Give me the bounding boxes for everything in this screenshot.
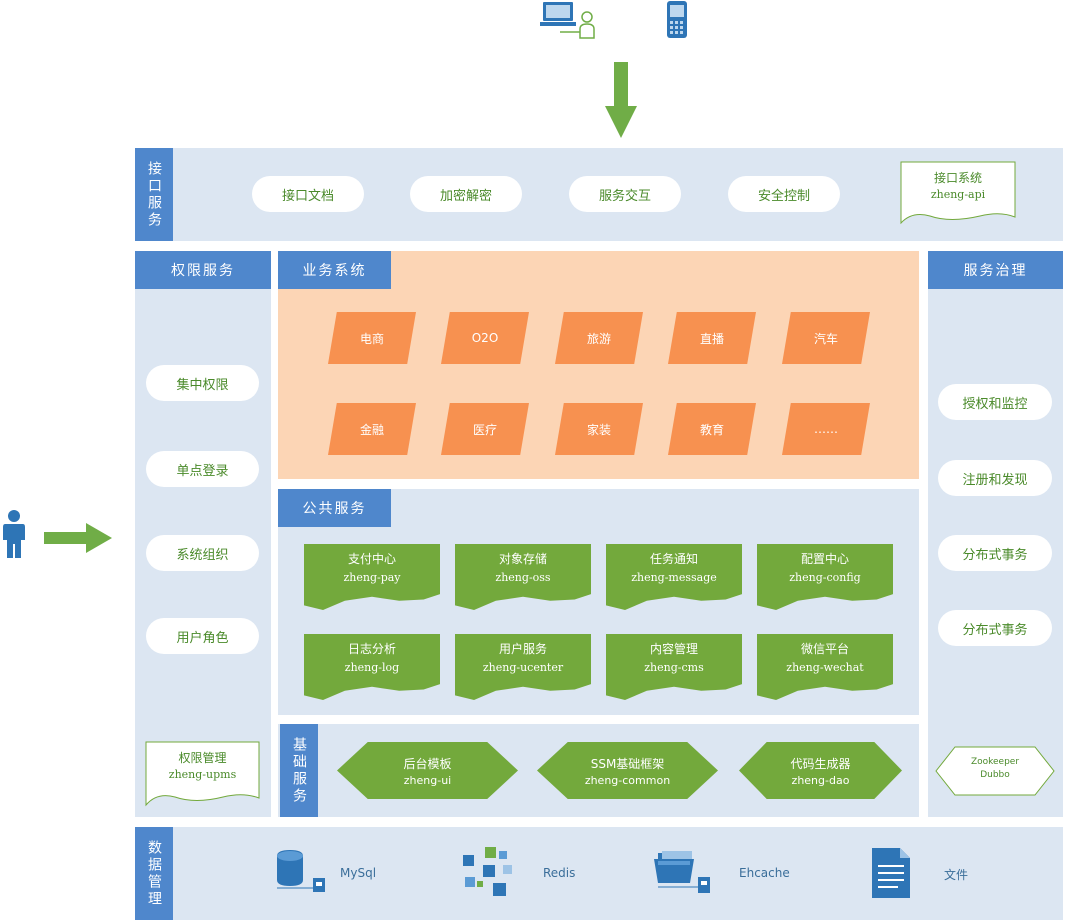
- public-item-name: 内容管理: [649, 642, 698, 656]
- business-item-medical: 医疗: [441, 403, 529, 455]
- central-permission-item: 集中权限: [146, 365, 259, 401]
- redis-cluster-icon: [463, 847, 517, 897]
- foundation-service-label: 基础服务: [280, 724, 318, 817]
- foundation-item-name: SSM基础框架: [590, 756, 665, 771]
- foundation-item-ui: 后台模板 zheng-ui: [337, 742, 518, 799]
- user-role-item: 用户角色: [146, 618, 259, 654]
- public-item-code: zheng-config: [789, 571, 861, 584]
- data-management-label: 数据管理: [135, 827, 173, 920]
- public-item-name: 微信平台: [800, 642, 849, 656]
- person-icon: [2, 510, 26, 560]
- business-item-o2o: O2O: [441, 312, 529, 364]
- distributed-tx-item-2: 分布式事务: [938, 610, 1052, 646]
- mobile-phone-icon: [666, 0, 688, 40]
- foundation-item-code: zheng-dao: [791, 773, 850, 787]
- sso-item: 单点登录: [146, 451, 259, 487]
- foundation-item-name: 后台模板: [403, 756, 452, 771]
- business-item-auto: 汽车: [782, 312, 870, 364]
- public-item-cms: 内容管理 zheng-cms: [606, 634, 742, 700]
- api-docs-item: 接口文档: [252, 176, 364, 212]
- public-item-code: zheng-cms: [644, 661, 704, 674]
- database-icon: [275, 850, 327, 894]
- interface-service-label: 接口服务: [135, 148, 173, 241]
- permission-system-doc: 权限管理 zheng-upms: [145, 741, 260, 807]
- public-item-config: 配置中心 zheng-config: [757, 544, 893, 610]
- interface-system-code: zheng-api: [930, 188, 986, 201]
- interface-system-doc: 接口系统 zheng-api: [900, 161, 1016, 225]
- public-item-name: 用户服务: [498, 642, 547, 656]
- public-item-message: 任务通知 zheng-message: [606, 544, 742, 610]
- public-item-code: zheng-pay: [343, 571, 401, 584]
- business-item-education: 教育: [668, 403, 756, 455]
- down-arrow: [605, 62, 637, 138]
- business-item-live: 直播: [668, 312, 756, 364]
- public-item-pay: 支付中心 zheng-pay: [304, 544, 440, 610]
- right-arrow: [44, 523, 112, 553]
- laptop-user-icon: [540, 0, 600, 40]
- foundation-item-code: zheng-common: [584, 773, 671, 787]
- governance-panel: [928, 251, 1063, 817]
- permission-system-code: zheng-upms: [168, 768, 237, 781]
- foundation-item-name: 代码生成器: [790, 756, 851, 771]
- permission-service-title: 权限服务: [135, 251, 271, 289]
- business-item-more: ……: [782, 403, 870, 455]
- interface-system-name: 接口系统: [933, 171, 982, 185]
- mysql-label: MySql: [340, 866, 377, 880]
- dubbo-label: Dubbo: [980, 770, 1010, 780]
- ehcache-label: Ehcache: [739, 866, 790, 880]
- public-item-name: 对象存储: [498, 552, 547, 566]
- registry-discovery-item: 注册和发现: [938, 460, 1052, 496]
- service-interaction-item: 服务交互: [569, 176, 681, 212]
- redis-label: Redis: [543, 866, 576, 880]
- zookeeper-dubbo-hex: Zookeeper Dubbo: [935, 746, 1055, 796]
- permission-system-name: 权限管理: [178, 751, 227, 765]
- foundation-item-dao: 代码生成器 zheng-dao: [739, 742, 902, 799]
- system-org-item: 系统组织: [146, 535, 259, 571]
- document-file-icon: [872, 848, 910, 898]
- business-item-travel: 旅游: [555, 312, 643, 364]
- file-label: 文件: [944, 868, 969, 882]
- public-item-code: zheng-message: [631, 571, 717, 584]
- public-item-name: 任务通知: [649, 552, 698, 566]
- security-control-item: 安全控制: [728, 176, 840, 212]
- public-item-name: 支付中心: [347, 552, 396, 566]
- public-item-code: zheng-ucenter: [482, 661, 564, 674]
- zookeeper-label: Zookeeper: [970, 757, 1020, 767]
- public-item-code: zheng-wechat: [786, 661, 864, 674]
- foundation-item-code: zheng-ui: [403, 773, 452, 787]
- governance-title: 服务治理: [928, 251, 1063, 289]
- public-item-code: zheng-log: [344, 661, 400, 674]
- folder-cache-icon: [654, 851, 712, 895]
- business-system-title: 业务系统: [278, 251, 391, 289]
- public-item-name: 配置中心: [800, 552, 849, 566]
- public-item-code: zheng-oss: [495, 571, 551, 584]
- public-item-name: 日志分析: [347, 642, 396, 656]
- business-item-decoration: 家装: [555, 403, 643, 455]
- business-item-finance: 金融: [328, 403, 416, 455]
- distributed-tx-item: 分布式事务: [938, 535, 1052, 571]
- auth-monitor-item: 授权和监控: [938, 384, 1052, 420]
- public-service-title: 公共服务: [278, 489, 391, 527]
- permission-service-panel: [135, 251, 271, 817]
- business-item-ecommerce: 电商: [328, 312, 416, 364]
- encryption-item: 加密解密: [410, 176, 522, 212]
- foundation-item-common: SSM基础框架 zheng-common: [537, 742, 718, 799]
